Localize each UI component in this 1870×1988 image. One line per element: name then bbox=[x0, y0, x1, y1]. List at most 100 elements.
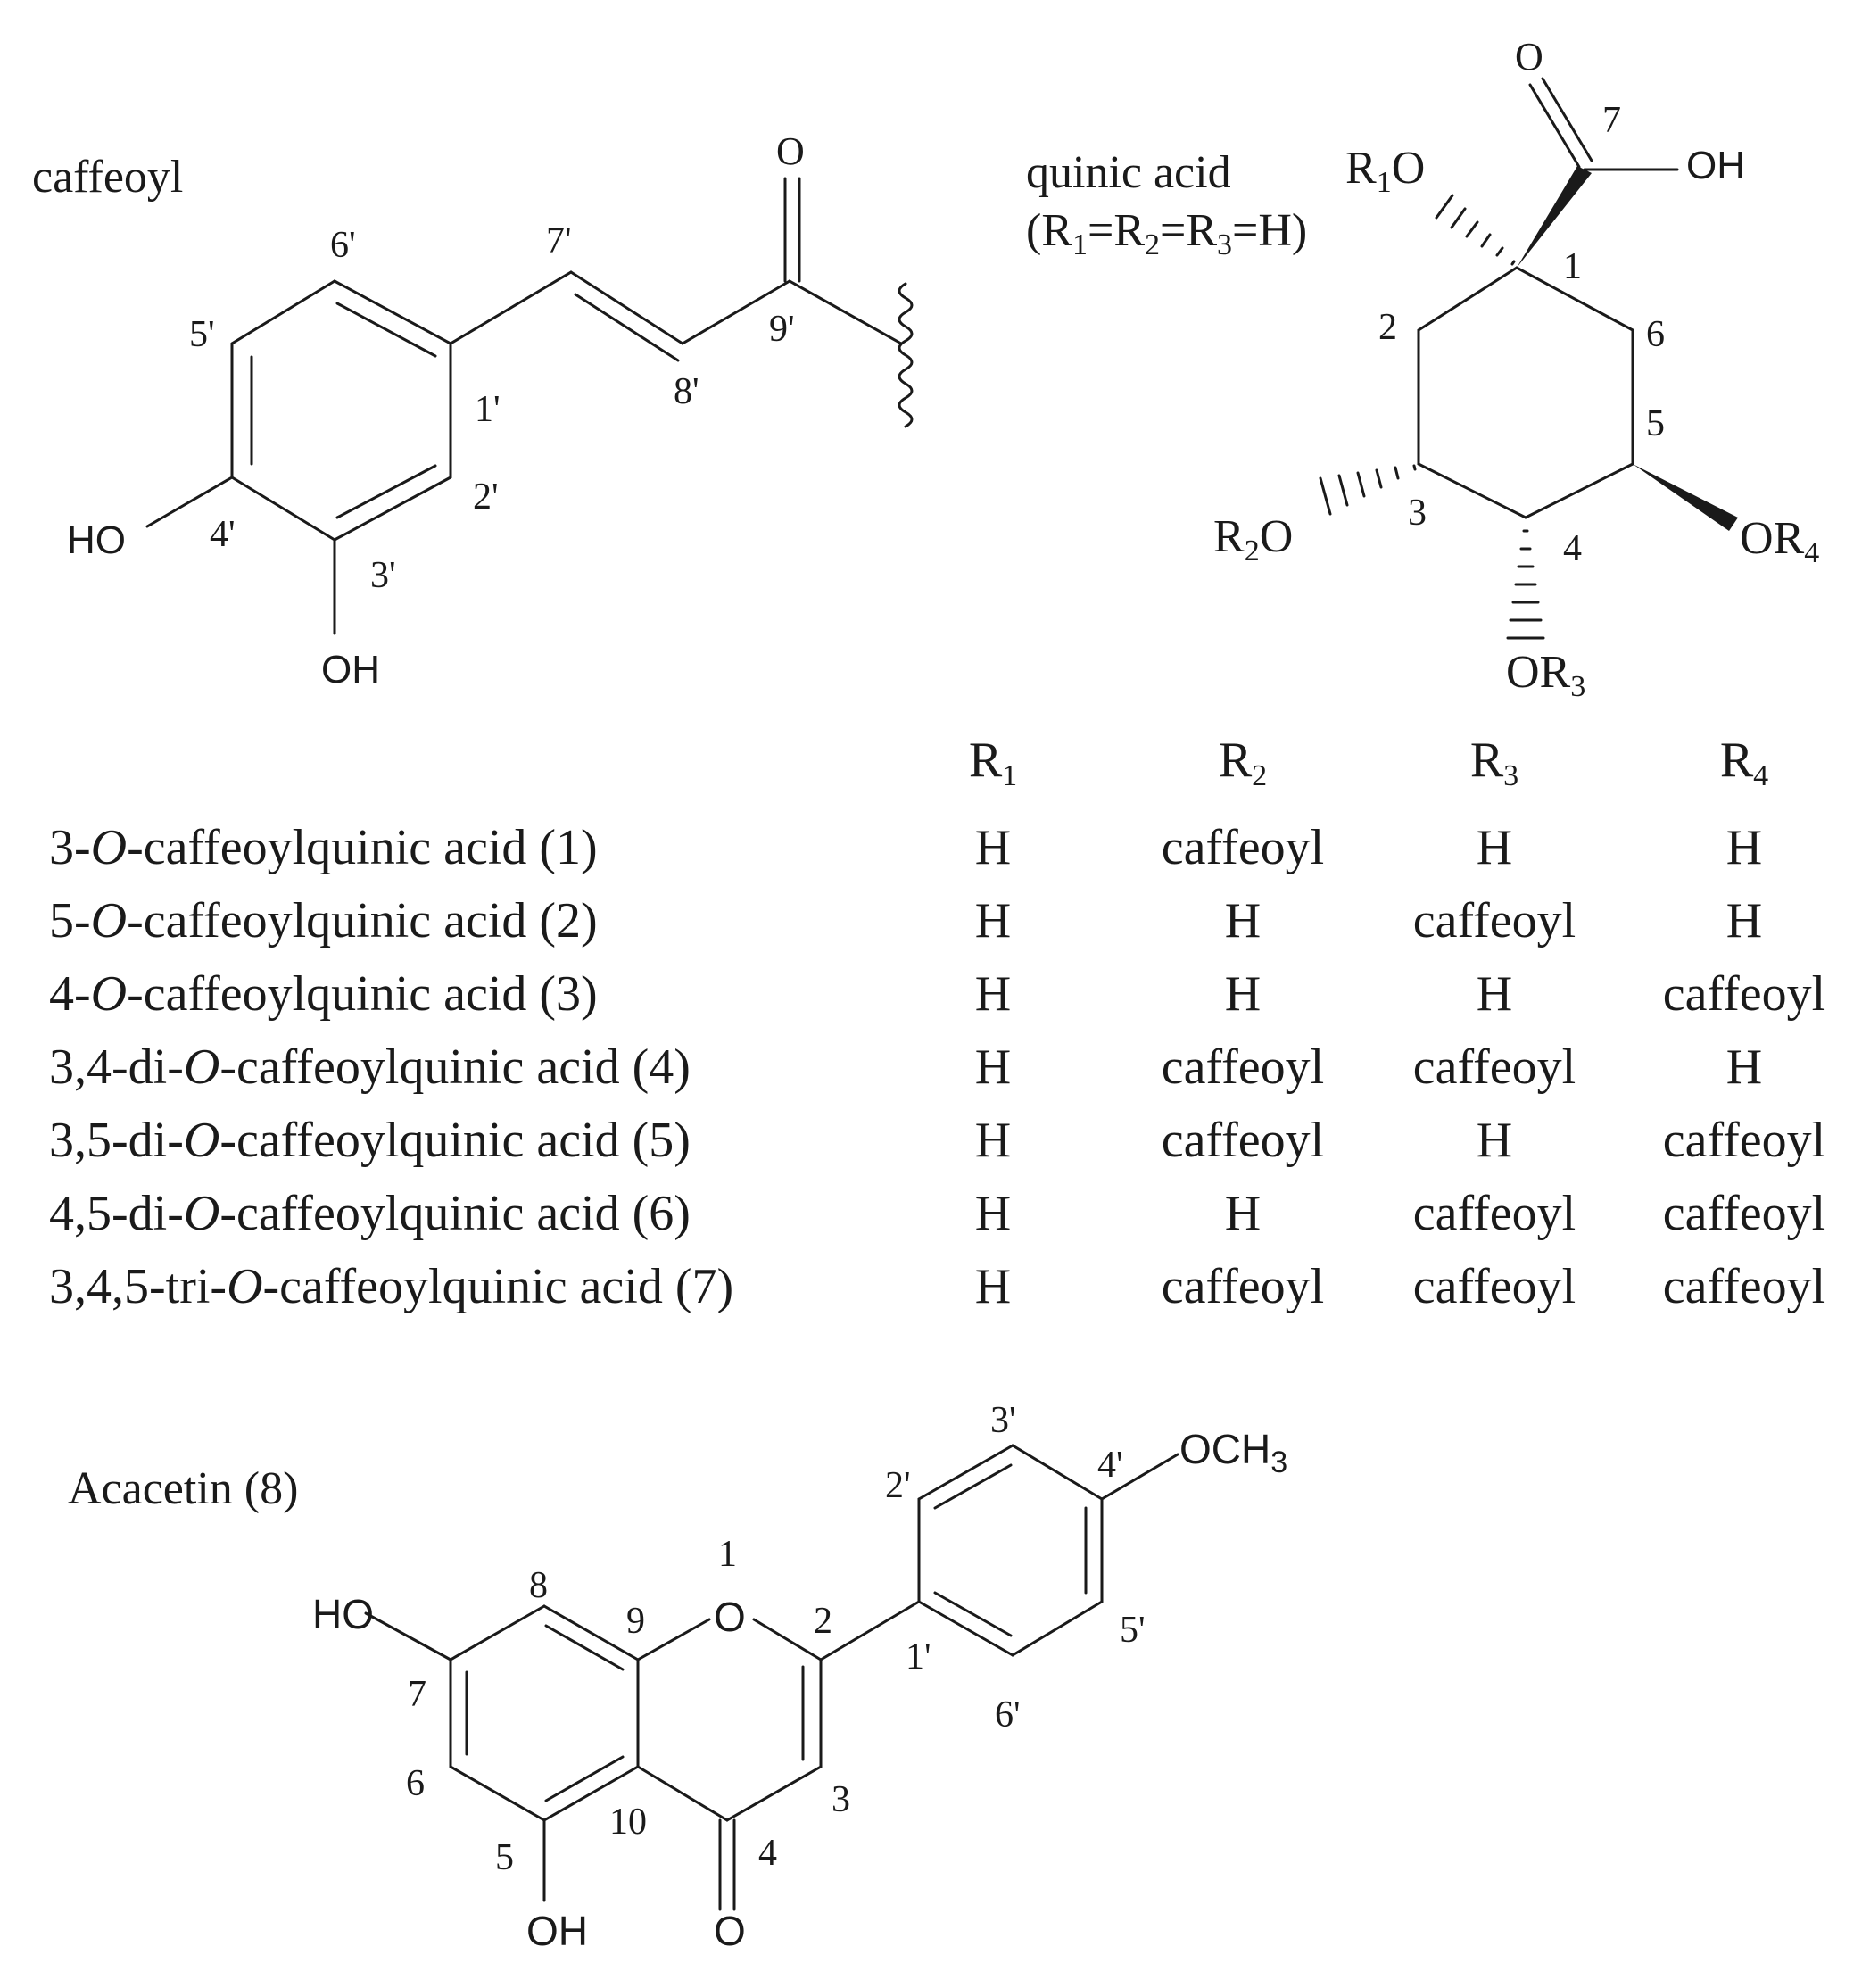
compound-name: 4-O-caffeoylquinic acid (3) bbox=[49, 966, 598, 1022]
label-1prime: 1' bbox=[475, 389, 501, 430]
table-cell-r4: caffeoyl bbox=[1663, 1259, 1825, 1314]
bond bbox=[449, 1604, 546, 1661]
header-letter: R bbox=[1470, 733, 1504, 788]
bond bbox=[542, 1604, 640, 1661]
bond bbox=[636, 1765, 729, 1822]
label-C2: 2 bbox=[1378, 307, 1397, 348]
table-header-r4: R4 bbox=[1720, 733, 1768, 792]
hash bbox=[1375, 468, 1383, 489]
table-cell-r2: caffeoyl bbox=[1162, 1040, 1324, 1095]
name-suffix: -caffeoylquinic acid (5) bbox=[219, 1113, 691, 1168]
label-6prime: 6' bbox=[330, 225, 356, 266]
hash bbox=[1450, 207, 1467, 229]
table-cell-r3: H bbox=[1477, 820, 1512, 875]
name-suffix: -caffeoylquinic acid (1) bbox=[127, 820, 598, 875]
name-prefix: 3- bbox=[49, 820, 91, 875]
bond bbox=[1011, 1444, 1104, 1501]
label-C3-b: 3 bbox=[832, 1779, 850, 1820]
label-C2-b: 2 bbox=[814, 1601, 832, 1642]
cond-part: =H) bbox=[1232, 205, 1307, 256]
compound-name: 5-O-caffeoylquinic acid (2) bbox=[49, 893, 598, 948]
double-bond-inner bbox=[544, 1755, 625, 1802]
table-cell-r3: caffeoyl bbox=[1413, 1040, 1576, 1095]
bond bbox=[752, 1618, 823, 1661]
table-cell-r2: caffeoyl bbox=[1162, 1113, 1324, 1168]
cond-part: =R bbox=[1160, 205, 1217, 256]
acacetin-title: Acacetin (8) bbox=[68, 1463, 298, 1514]
caffeoyl-hydroxyl-3: OH bbox=[321, 648, 380, 692]
name-italic-o: O bbox=[184, 1186, 219, 1241]
cond-part: =R bbox=[1088, 205, 1145, 256]
quinic-acid-structure: quinic acid (R1=R2=R3=H) bbox=[1026, 35, 1819, 703]
label-C7: 7 bbox=[1602, 100, 1621, 141]
quinic-condition: (R1=R2=R3=H) bbox=[1026, 205, 1307, 261]
bond bbox=[230, 476, 336, 542]
quinic-title: quinic acid bbox=[1026, 147, 1231, 198]
header-letter: R bbox=[1720, 733, 1754, 788]
bond bbox=[230, 279, 336, 345]
header-letter: R bbox=[1219, 733, 1253, 788]
hash bbox=[1465, 220, 1479, 238]
hash bbox=[1356, 471, 1366, 498]
wavy-attachment-bond bbox=[898, 282, 914, 428]
name-suffix: -caffeoylquinic acid (4) bbox=[219, 1040, 691, 1095]
hashed-bond-R1O bbox=[1435, 194, 1516, 266]
bond bbox=[145, 476, 234, 528]
wedge-bond bbox=[1517, 166, 1592, 268]
table-cell-r4: caffeoyl bbox=[1663, 966, 1825, 1022]
label-5prime-b: 5' bbox=[1120, 1610, 1146, 1651]
label-4prime-b: 4' bbox=[1097, 1445, 1123, 1486]
header-letter: R bbox=[969, 733, 1003, 788]
label-C3: 3 bbox=[1408, 493, 1427, 534]
caffeoyl-benzene-ring bbox=[230, 279, 452, 542]
label-6prime-b: 6' bbox=[995, 1694, 1021, 1735]
hash bbox=[1435, 194, 1454, 220]
name-suffix: -caffeoylquinic acid (6) bbox=[219, 1186, 691, 1241]
hashed-bond-R2O bbox=[1319, 464, 1417, 516]
or4-part: OR bbox=[1740, 513, 1805, 564]
double-bond-inner bbox=[544, 1624, 625, 1671]
label-3prime: 3' bbox=[370, 555, 396, 596]
r2o-sub: 2 bbox=[1245, 534, 1260, 567]
or3-part: OR bbox=[1506, 647, 1571, 698]
bond bbox=[636, 1618, 711, 1661]
name-prefix: 3,4-di- bbox=[49, 1040, 184, 1095]
table-cell-r2: H bbox=[1225, 966, 1261, 1022]
hashed-bond-OR3 bbox=[1506, 529, 1545, 640]
table-cell-r3: caffeoyl bbox=[1413, 1186, 1576, 1241]
quinic-carbonyl-oxygen: O bbox=[1515, 35, 1543, 79]
bond bbox=[569, 270, 684, 345]
hash bbox=[1495, 246, 1504, 257]
label-C5-b: 5 bbox=[495, 1837, 514, 1878]
name-prefix: 3,5-di- bbox=[49, 1113, 184, 1168]
table-cell-r2: caffeoyl bbox=[1162, 1259, 1324, 1314]
table-header-r1: R1 bbox=[969, 733, 1017, 792]
name-suffix: -caffeoylquinic acid (2) bbox=[127, 893, 598, 948]
methoxy-part: OCH bbox=[1179, 1426, 1270, 1472]
label-C9: 9 bbox=[626, 1601, 645, 1642]
header-sub: 2 bbox=[1252, 759, 1267, 792]
label-C5: 5 bbox=[1646, 403, 1665, 444]
name-italic-o: O bbox=[184, 1040, 219, 1095]
table-cell-r3: H bbox=[1477, 1113, 1512, 1168]
table-cell-r4: H bbox=[1726, 820, 1762, 875]
bond bbox=[1528, 83, 1581, 169]
wedge-bond bbox=[1633, 464, 1738, 531]
bond bbox=[1417, 266, 1518, 332]
label-C4-b: 4 bbox=[758, 1833, 777, 1874]
double-bond-inner bbox=[933, 1463, 1013, 1510]
label-8prime: 8' bbox=[674, 371, 699, 412]
header-sub: 1 bbox=[1002, 759, 1017, 792]
label-1prime-b: 1' bbox=[906, 1636, 931, 1677]
caffeoyl-carbonyl-oxygen: O bbox=[776, 129, 805, 173]
table-cell-r2: caffeoyl bbox=[1162, 820, 1324, 875]
r1o-part: O bbox=[1392, 143, 1426, 194]
cond-part: (R bbox=[1026, 205, 1072, 256]
table-cell-r4: H bbox=[1726, 893, 1762, 948]
cond-sub: 3 bbox=[1217, 228, 1232, 261]
label-C8: 8 bbox=[529, 1565, 548, 1606]
